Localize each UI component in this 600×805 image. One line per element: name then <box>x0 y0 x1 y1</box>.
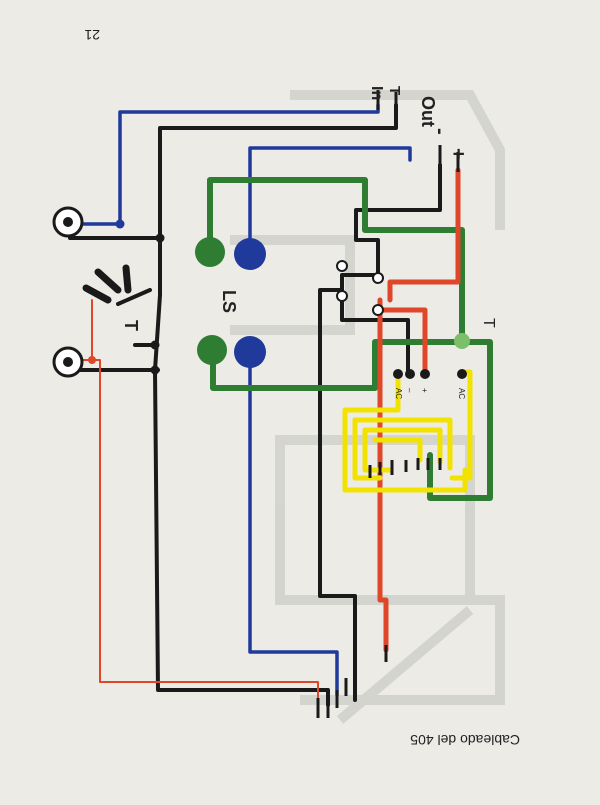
black-wire-out-minus <box>318 163 442 692</box>
top-terminals <box>376 90 460 172</box>
black-wire-t-to-jack <box>68 103 398 240</box>
blue-wires <box>68 103 412 697</box>
blue-wire-in-to-jack <box>68 103 380 226</box>
label-t-ground: T <box>480 318 497 328</box>
red-wire-to-plus-terminal <box>377 297 428 375</box>
label-t-switch: T <box>121 320 141 331</box>
speaker-terminals <box>195 237 266 368</box>
red-wire-out-plus <box>387 167 461 303</box>
jack-top <box>52 206 84 238</box>
green-wire-speaker-bottom <box>210 339 493 501</box>
green-wires <box>207 177 493 501</box>
jack-bottom <box>52 346 84 378</box>
label-ls: LS <box>219 290 239 313</box>
label-in: In <box>368 86 385 100</box>
green-wire-speaker-top <box>207 177 465 343</box>
label-ac-left: AC <box>394 388 403 399</box>
junction-dots <box>88 219 165 375</box>
ground-junction <box>454 333 470 349</box>
yellow-wire-loop-5 <box>362 427 393 473</box>
yellow-wire-loop-3 <box>372 437 423 463</box>
speaker-terminal-green-top <box>195 237 225 267</box>
blue-wire-speaker-bottom <box>248 348 339 697</box>
labels: 21 In T Out - + LS T T AC + – AC Cablead… <box>84 27 520 748</box>
board-terminals <box>393 369 467 379</box>
label-t-top: T <box>386 86 403 95</box>
label-plus-top: + <box>447 148 469 160</box>
speaker-terminal-blue-top <box>234 238 266 270</box>
speaker-terminal-green-bottom <box>197 335 227 365</box>
black-wire-center-link <box>340 293 410 374</box>
selector-switch <box>82 264 152 306</box>
blue-wire-speaker-top <box>248 146 412 250</box>
label-ac-right: AC <box>457 388 466 399</box>
label-minus-top: - <box>429 128 451 135</box>
caption: Cableado del 405 <box>410 732 520 748</box>
black-wire-switch-to-bottom <box>153 236 330 707</box>
speaker-terminal-blue-bottom <box>234 336 266 368</box>
yellow-wire-ac-left <box>342 377 468 493</box>
label-out: Out <box>418 96 438 127</box>
label-minus-small: – <box>405 388 414 393</box>
red-wire-down <box>377 307 389 653</box>
bottom-connector-pins <box>316 645 388 718</box>
yellow-wire-loop-2 <box>362 427 443 465</box>
yellow-wire-loop-1 <box>352 417 453 471</box>
page-number: 21 <box>84 27 100 43</box>
center-terminal-block <box>336 260 384 316</box>
transformer-taps <box>368 458 442 478</box>
yellow-wire-loop-4 <box>352 417 383 481</box>
label-plus-small: + <box>420 388 429 393</box>
black-wires <box>68 103 442 707</box>
